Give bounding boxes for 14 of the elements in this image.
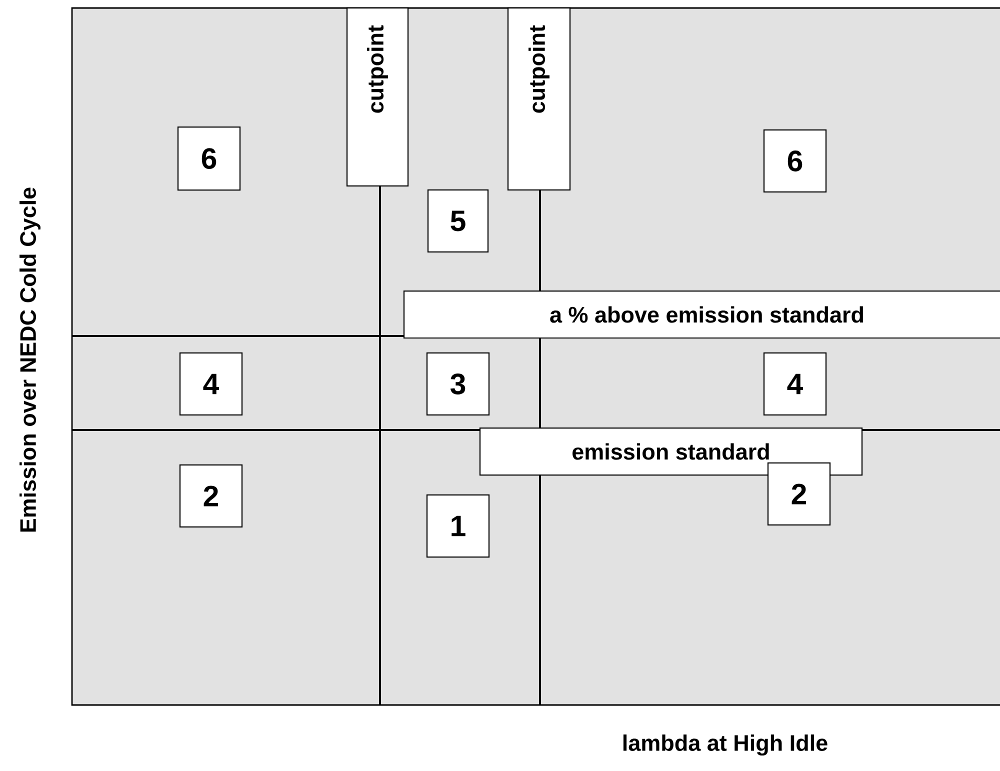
number-box: 4	[179, 352, 243, 416]
number-box: 6	[763, 129, 827, 193]
number-box: 6	[177, 126, 241, 191]
label-box: cutpoint	[507, 7, 571, 191]
number-box: 1	[426, 494, 490, 558]
number-box: 2	[767, 462, 831, 526]
label-box: a % above emission standard	[403, 290, 1000, 339]
number-box: 2	[179, 464, 243, 528]
axis-label: lambda at High Idle	[623, 734, 828, 756]
number-box: 5	[427, 189, 489, 253]
number-box: 3	[426, 352, 490, 416]
number-box: 4	[763, 352, 827, 416]
label-box: cutpoint	[346, 7, 409, 187]
axis-label: Emission over NEDC Cold Cycle	[20, 188, 40, 532]
